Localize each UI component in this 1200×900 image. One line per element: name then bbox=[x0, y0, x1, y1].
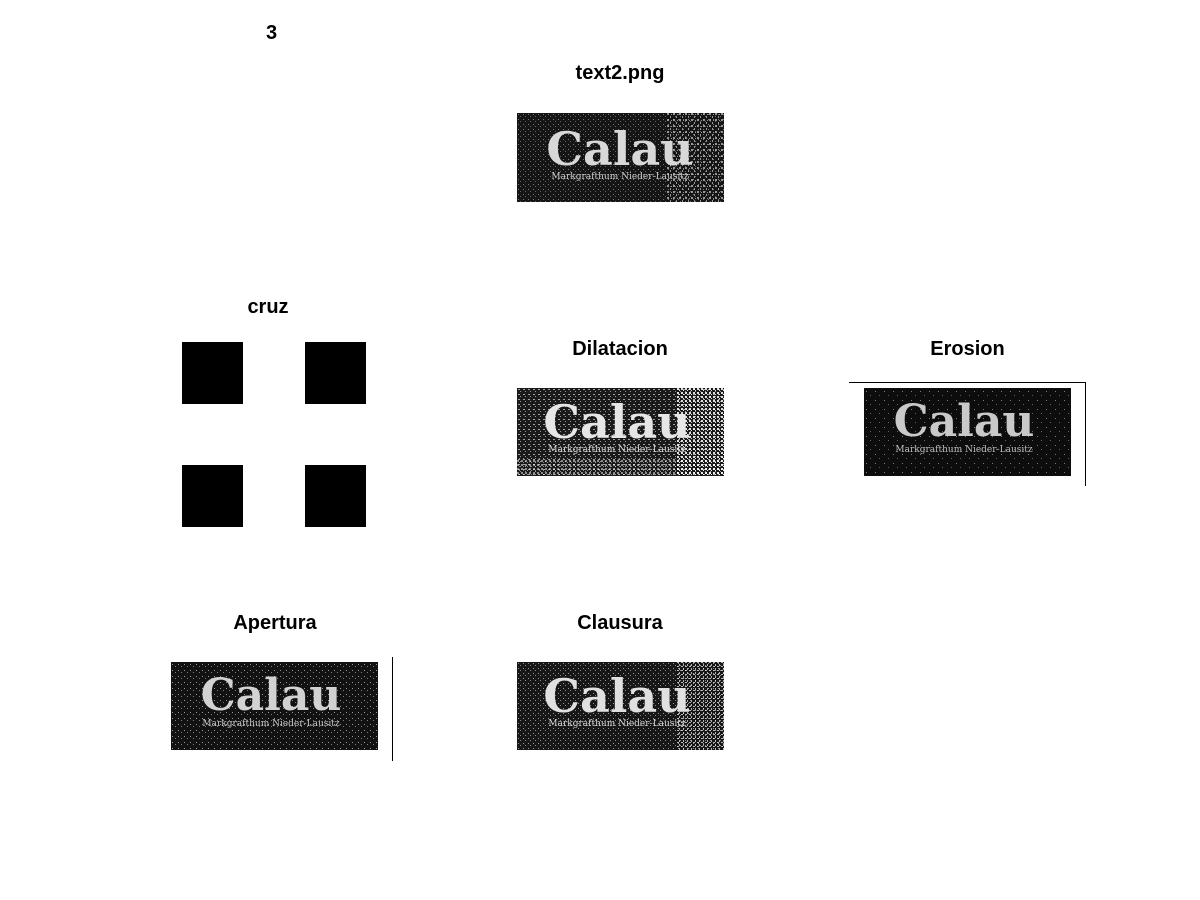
svg-text:Calau: Calau bbox=[201, 670, 342, 721]
svg-text:Markgrafthum Nieder-Lausitz: Markgrafthum Nieder-Lausitz bbox=[551, 172, 688, 182]
panel-title-erosion: Erosion bbox=[930, 338, 1005, 360]
cruz-square-bottom-left bbox=[182, 465, 243, 527]
erosion-frame-right bbox=[1085, 382, 1086, 486]
panel-title-closing: Clausura bbox=[577, 612, 663, 634]
panel-title-cruz: cruz bbox=[247, 296, 289, 318]
panel-title-opening: Apertura bbox=[233, 612, 317, 634]
erosion-frame-top bbox=[849, 382, 1086, 383]
panel-title-original: text2.png bbox=[575, 62, 665, 84]
svg-text:Calau: Calau bbox=[543, 669, 690, 723]
image-original: Calau Markgrafthum Nieder-Lausitz bbox=[517, 113, 724, 202]
svg-text:Markgrafthum Nieder-Lausitz: Markgrafthum Nieder-Lausitz bbox=[895, 445, 1032, 455]
panel-closing: Clausura Calau Markgrafthum Nie bbox=[500, 610, 740, 760]
panel-title-dilation: Dilatacion bbox=[572, 338, 668, 360]
figure-number: 3 bbox=[266, 22, 278, 44]
cruz-square-top-right bbox=[305, 342, 366, 404]
svg-text:Markgrafthum Nieder-Lausitz: Markgrafthum Nieder-Lausitz bbox=[202, 719, 339, 729]
cruz-square-bottom-right bbox=[305, 465, 366, 527]
opening-frame-right bbox=[392, 657, 393, 761]
image-dilation: Calau Markgrafthum Nieder-Lausitz bbox=[517, 388, 724, 476]
panel-opening: Apertura Calau Markgrafthum Nieder-Lausi… bbox=[150, 610, 400, 770]
image-erosion: Calau Markgrafthum Nieder-Lausitz bbox=[864, 388, 1071, 476]
image-closing: Calau Markgrafthum Nieder-Lausitz bbox=[517, 662, 724, 750]
image-opening: Calau Markgrafthum Nieder-Lausitz bbox=[171, 662, 378, 750]
svg-text:Markgrafthum Nieder-Lausitz: Markgrafthum Nieder-Lausitz bbox=[548, 719, 685, 729]
image-headline: Calau bbox=[546, 122, 693, 176]
cruz-square-top-left bbox=[182, 342, 243, 404]
panel-erosion: Erosion Calau Markgrafthum Nieder-Lausit… bbox=[845, 336, 1090, 496]
panel-original: text2.png bbox=[500, 60, 740, 210]
svg-text:Calau: Calau bbox=[894, 396, 1035, 447]
svg-text:Markgrafthum Nieder-Lausitz: Markgrafthum Nieder-Lausitz bbox=[548, 445, 685, 455]
svg-text:Calau: Calau bbox=[543, 395, 690, 449]
panel-dilation: Dilatacion Calau Markg bbox=[500, 336, 740, 486]
panel-structuring-element: cruz bbox=[160, 296, 390, 536]
